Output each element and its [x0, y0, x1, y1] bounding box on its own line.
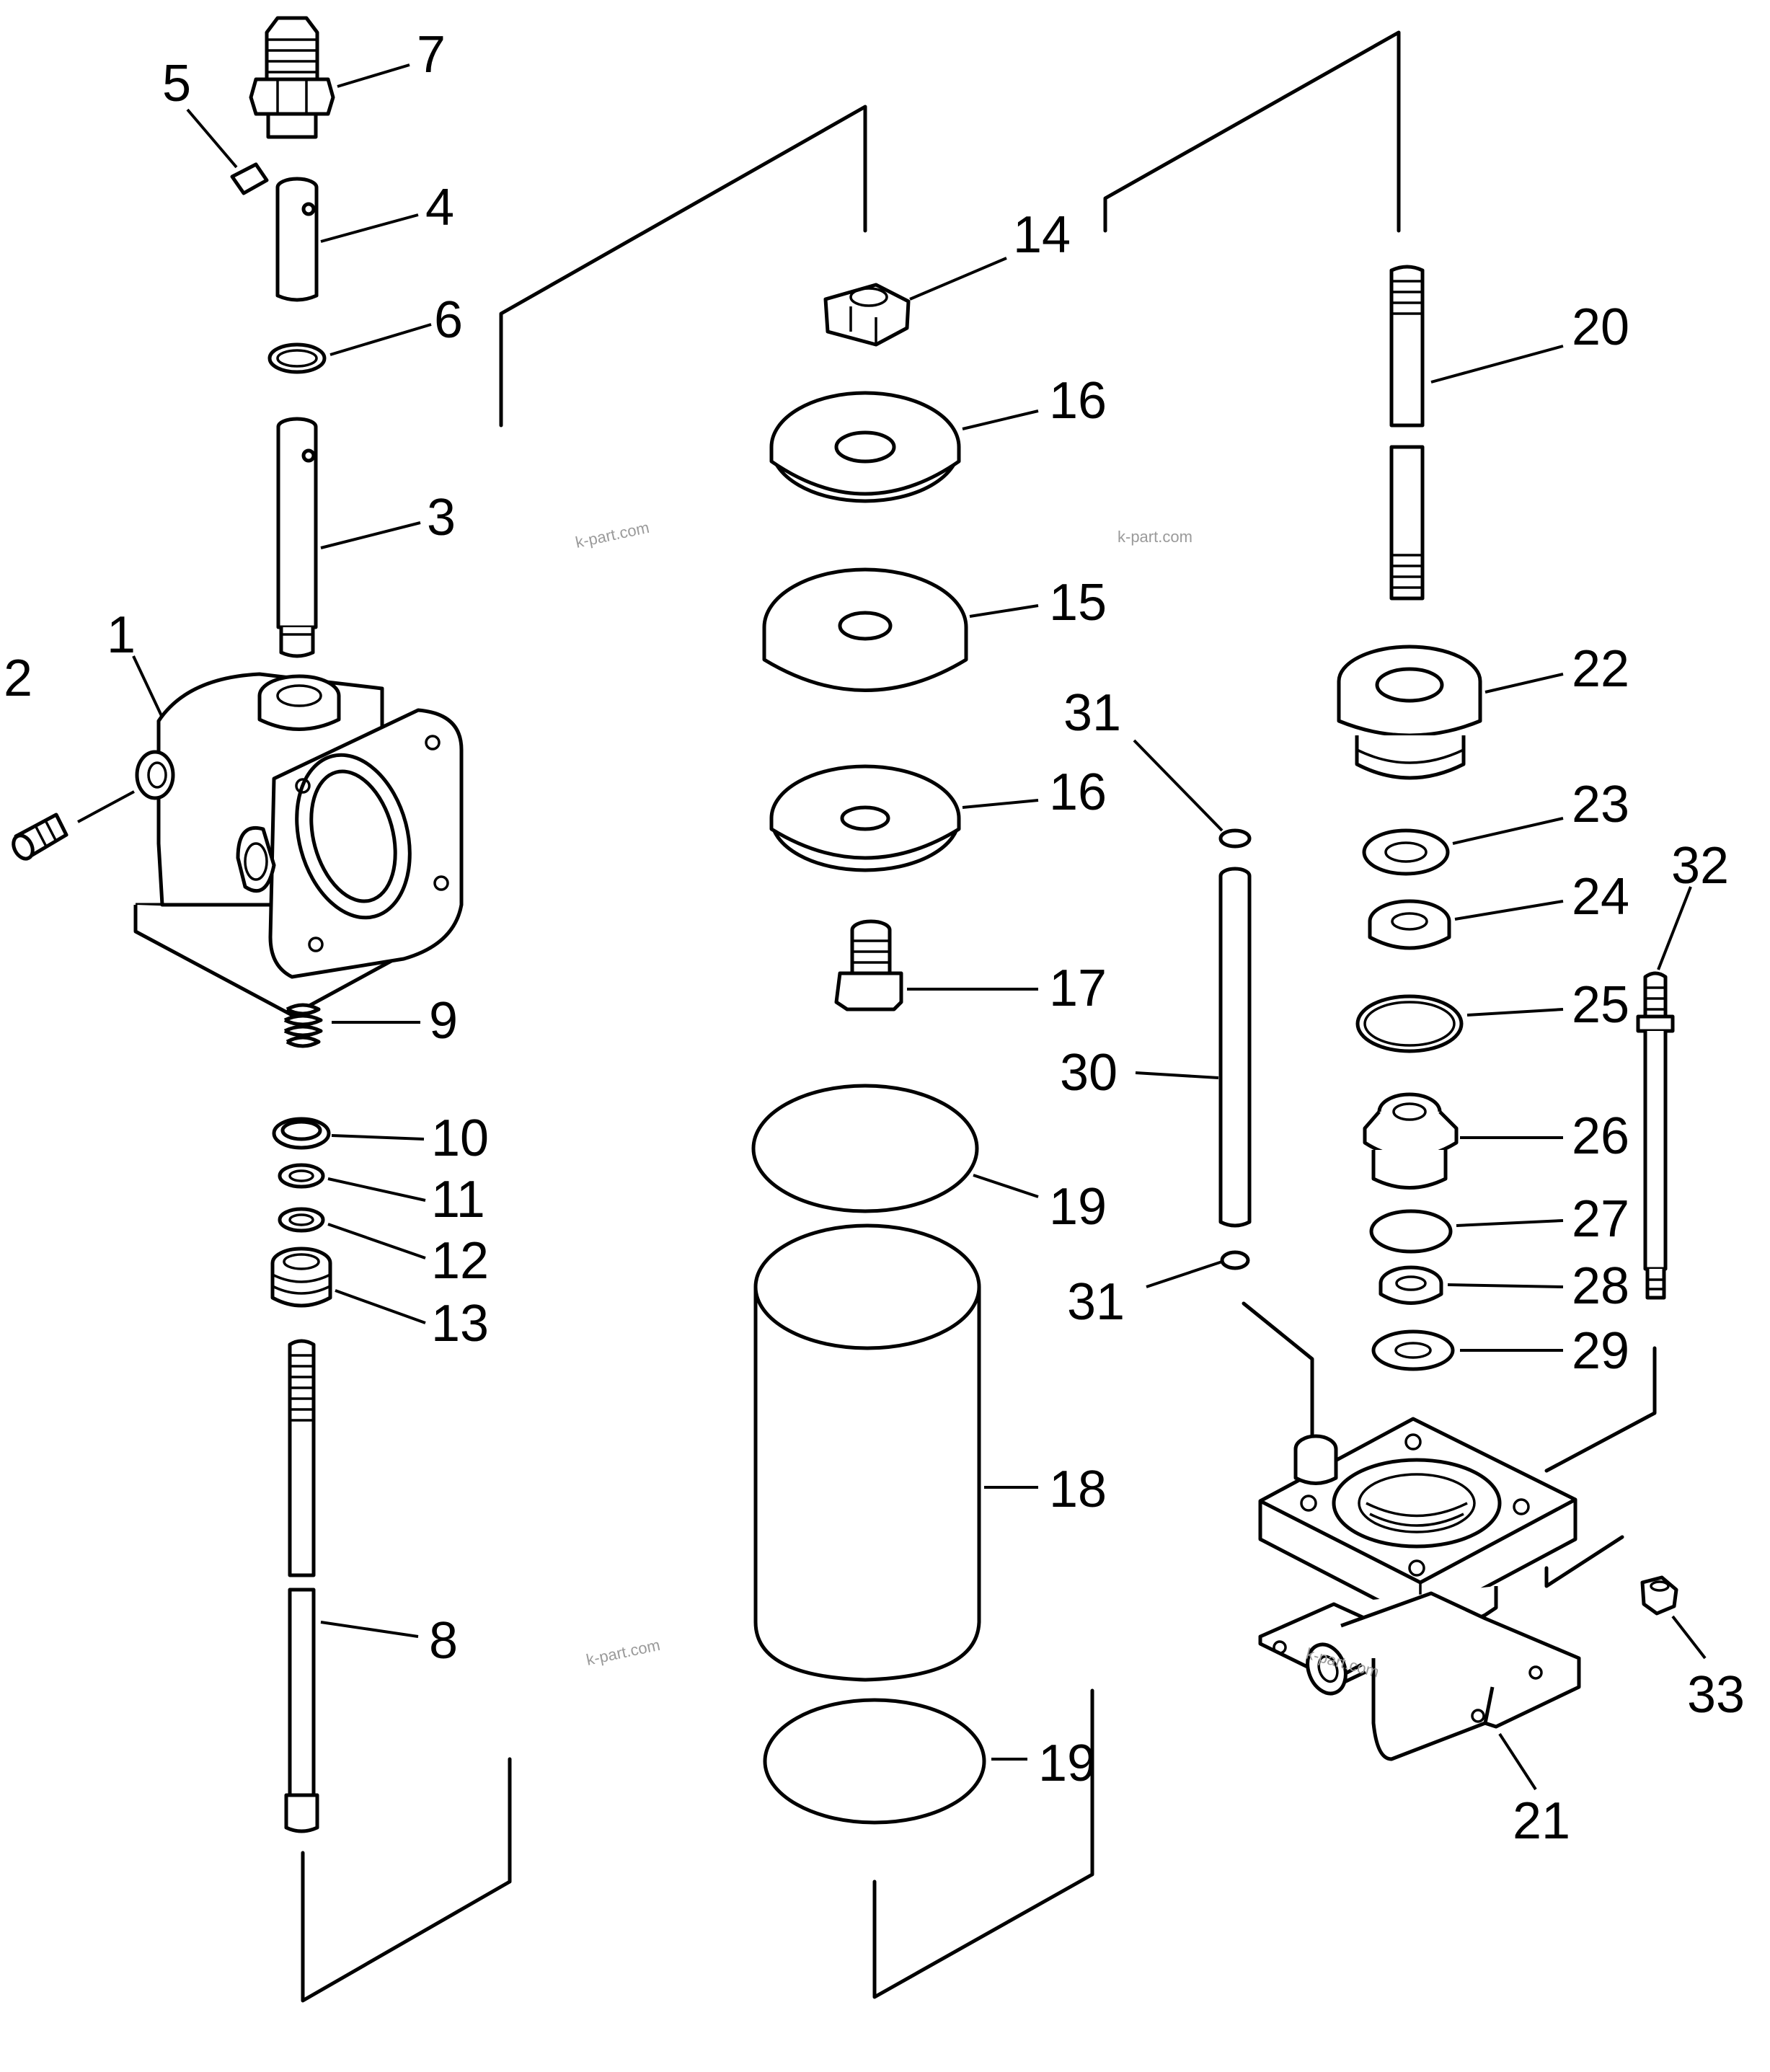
part-18-cylinder — [753, 1223, 981, 1682]
callout-21: 21 — [1513, 1792, 1570, 1850]
part-26-piston — [1363, 1092, 1459, 1190]
part-25-ring — [1355, 994, 1464, 1053]
part-28-seat — [1379, 1265, 1443, 1305]
callout-8: 8 — [429, 1612, 458, 1670]
callout-2: 2 — [4, 650, 32, 707]
part-31-o-ring-bottom — [1220, 1250, 1250, 1270]
callout-15: 15 — [1049, 574, 1107, 632]
part-27-o-ring — [1369, 1209, 1453, 1254]
part-5-pin — [230, 162, 269, 195]
callout-labels: 5 7 4 6 3 1 2 9 10 11 12 13 8 14 16 15 1… — [4, 26, 1745, 1850]
callout-5: 5 — [162, 55, 191, 112]
part-7-fitting — [249, 16, 335, 139]
callout-4: 4 — [425, 179, 454, 236]
callout-33: 33 — [1687, 1666, 1745, 1724]
callout-17: 17 — [1049, 960, 1107, 1017]
part-4-tube — [275, 177, 319, 302]
callout-31-bottom: 31 — [1067, 1273, 1125, 1331]
callout-27: 27 — [1572, 1190, 1629, 1248]
watermark: k-part.com — [574, 518, 651, 552]
part-31-o-ring-top — [1218, 828, 1252, 849]
callout-13: 13 — [431, 1295, 489, 1352]
callout-14: 14 — [1013, 206, 1071, 264]
part-22-gland — [1337, 645, 1482, 780]
watermark: k-part.com — [1118, 528, 1192, 546]
callout-24: 24 — [1572, 868, 1629, 926]
callout-28: 28 — [1572, 1257, 1629, 1315]
part-23-washer — [1362, 828, 1450, 876]
part-3-spool — [276, 417, 318, 658]
part-21-housing — [1258, 1417, 1581, 1761]
part-2-plug — [12, 813, 68, 861]
callout-11: 11 — [431, 1171, 485, 1228]
callout-29: 29 — [1572, 1322, 1629, 1380]
callout-9: 9 — [429, 992, 458, 1050]
part-8-rod — [284, 1339, 319, 1833]
callout-30: 30 — [1060, 1044, 1118, 1102]
callout-1: 1 — [107, 606, 136, 664]
callout-3: 3 — [427, 489, 456, 546]
part-10-seat — [272, 1117, 331, 1150]
part-12-washer — [278, 1207, 325, 1233]
callout-7: 7 — [417, 26, 446, 84]
callout-20: 20 — [1572, 298, 1629, 356]
assembly-bracket-lines — [301, 30, 1657, 2003]
part-16-washer-bottom — [769, 764, 961, 872]
part-20-stud — [1389, 265, 1425, 601]
part-6-o-ring — [267, 342, 327, 374]
part-32-stud — [1636, 971, 1675, 1300]
callout-22: 22 — [1572, 640, 1629, 698]
watermark: k-part.com — [585, 1636, 662, 1669]
part-15-pad — [762, 567, 968, 692]
callout-25: 25 — [1572, 976, 1629, 1034]
callout-23: 23 — [1572, 776, 1629, 833]
callout-12: 12 — [431, 1232, 489, 1290]
callout-31-top: 31 — [1063, 684, 1121, 742]
callout-10: 10 — [431, 1110, 489, 1167]
part-11-washer — [278, 1163, 325, 1189]
callout-16-bottom: 16 — [1049, 763, 1107, 821]
part-29-washer — [1371, 1329, 1455, 1371]
callout-32: 32 — [1671, 837, 1729, 895]
part-24-bushing — [1368, 899, 1451, 950]
part-13-nut — [270, 1247, 332, 1308]
callout-6: 6 — [434, 291, 463, 349]
part-19-seal-top — [751, 1084, 979, 1213]
callout-26: 26 — [1572, 1107, 1629, 1165]
part-33-nut — [1640, 1575, 1678, 1616]
part-9-spring — [283, 1003, 323, 1048]
part-16-washer-top — [769, 391, 961, 503]
part-19-seal-bottom — [763, 1698, 986, 1825]
part-30-pipe — [1218, 867, 1252, 1228]
callout-19-top: 19 — [1049, 1178, 1107, 1236]
part-14-nut — [823, 283, 911, 347]
part-17-bolt — [834, 919, 903, 1011]
leader-lines — [77, 63, 1707, 1791]
callout-16-top: 16 — [1049, 372, 1107, 430]
callout-19-bottom: 19 — [1038, 1735, 1096, 1792]
part-1-valve-body — [133, 672, 464, 1017]
callout-18: 18 — [1049, 1461, 1107, 1518]
